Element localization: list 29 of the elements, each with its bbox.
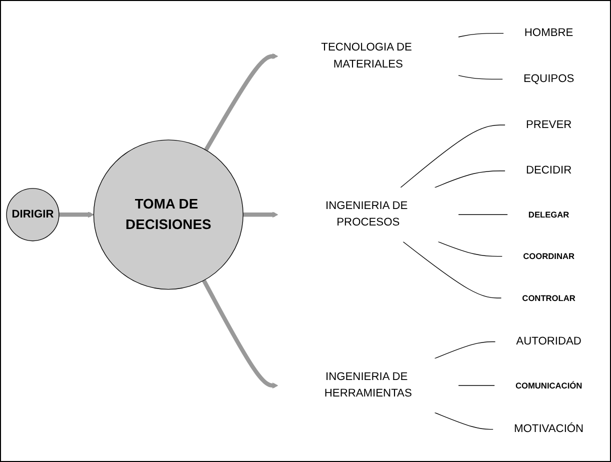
arrow [243,211,278,218]
node-text: INGENIERIA DE HERRAMIENTAS [324,370,412,400]
node-text: EQUIPOS [523,72,574,84]
node-circle: DIRIGIR [6,188,60,241]
node-circle: TOMA DE DECISIONES [93,139,244,290]
connector [434,341,496,358]
node-text: COMUNICACIÓN [515,380,582,390]
connector [434,412,494,430]
arrow [202,279,278,388]
node-text: CONTROLAR [522,292,576,303]
connector [438,241,503,256]
connector [458,74,503,80]
arrow [204,52,278,151]
node-text: PREVER [526,118,572,130]
connector [458,214,508,215]
node-text: COORDINAR [523,251,575,261]
arrow [58,211,94,218]
node-text: HOMBRE [524,26,574,39]
node-text: AUTORIDAD [516,335,582,348]
node-text: TECNOLOGIA DE MATERIALES [321,41,412,70]
node-text: DELEGAR [528,209,570,220]
node-text: DECIDIR [526,164,572,176]
connector [400,124,506,188]
connector [402,241,502,298]
connector [458,384,495,386]
node-text: INGENIERIA DE PROCESOS [326,200,408,228]
connector [458,32,504,38]
node-text: MOTIVACIÓN [514,422,584,435]
connector [434,170,506,188]
